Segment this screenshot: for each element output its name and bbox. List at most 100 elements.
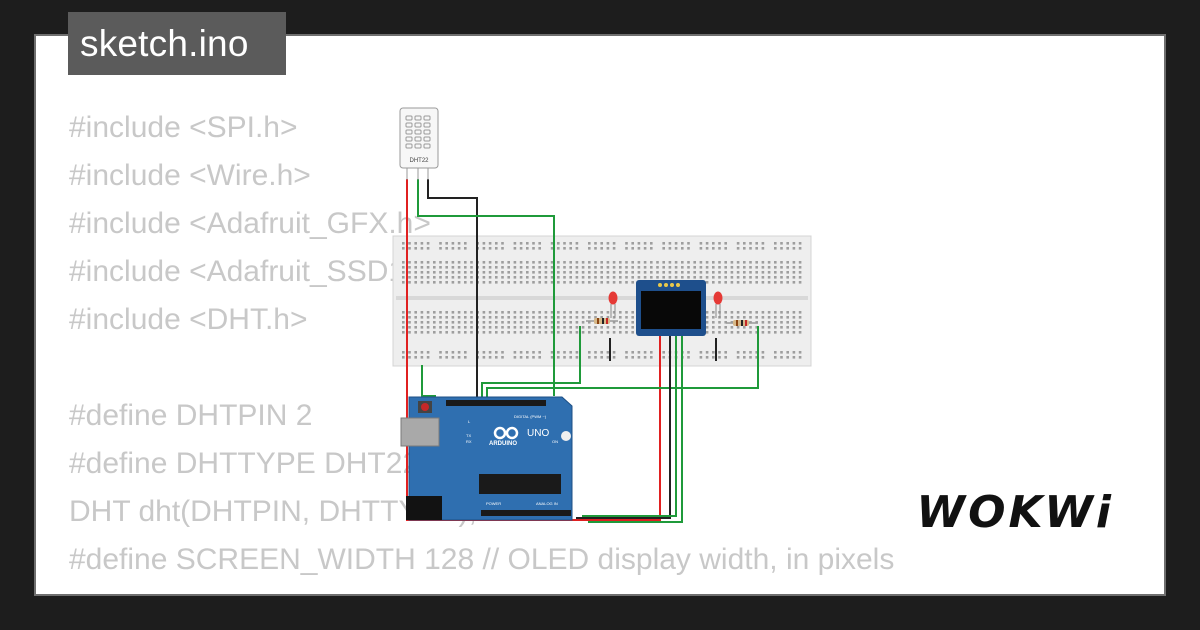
grille-slot bbox=[405, 143, 413, 149]
breadboard-hole bbox=[433, 331, 436, 334]
breadboard-hole bbox=[705, 311, 709, 314]
breadboard-hole bbox=[724, 242, 727, 245]
breadboard-hole bbox=[408, 316, 411, 319]
breadboard-hole bbox=[426, 276, 430, 279]
breadboard-hole bbox=[594, 311, 597, 314]
breadboard-hole bbox=[575, 242, 579, 245]
breadboard-hole bbox=[786, 281, 789, 284]
oled-display bbox=[636, 280, 706, 336]
breadboard-hole bbox=[736, 247, 740, 250]
breadboard-hole bbox=[712, 276, 715, 279]
breadboard-hole bbox=[495, 331, 498, 334]
breadboard-hole bbox=[780, 316, 783, 319]
breadboard-hole bbox=[513, 276, 517, 279]
breadboard-hole bbox=[445, 261, 448, 264]
breadboard-hole bbox=[743, 242, 746, 245]
breadboard-hole bbox=[526, 351, 529, 354]
power-label: POWER bbox=[486, 501, 501, 506]
breadboard-hole bbox=[433, 271, 436, 274]
breadboard-hole bbox=[606, 316, 610, 319]
breadboard-hole bbox=[798, 331, 802, 334]
breadboard-hole bbox=[464, 247, 467, 250]
breadboard-hole bbox=[445, 271, 448, 274]
breadboard-hole bbox=[495, 356, 498, 359]
breadboard-hole bbox=[761, 281, 765, 284]
breadboard-hole bbox=[563, 247, 566, 250]
breadboard-hole bbox=[470, 261, 473, 264]
breadboard-hole bbox=[718, 351, 721, 354]
breadboard-hole bbox=[588, 356, 591, 359]
breadboard-hole bbox=[575, 321, 579, 324]
breadboard-hole bbox=[705, 356, 709, 359]
breadboard-hole bbox=[501, 326, 504, 329]
breadboard-hole bbox=[743, 356, 746, 359]
breadboard-hole bbox=[439, 261, 442, 264]
breadboard-hole bbox=[619, 276, 622, 279]
breadboard-hole bbox=[724, 276, 727, 279]
breadboard-hole bbox=[501, 266, 504, 269]
breadboard-hole bbox=[643, 261, 647, 264]
wire-black-oled bbox=[576, 288, 671, 519]
grille-slot bbox=[423, 129, 431, 135]
breadboard-hole bbox=[581, 266, 585, 269]
breadboard-hole bbox=[705, 242, 709, 245]
breadboard-hole bbox=[507, 276, 510, 279]
breadboard-hole bbox=[501, 281, 504, 284]
breadboard-hole bbox=[470, 326, 473, 329]
breadboard-hole bbox=[414, 316, 417, 319]
breadboard-hole bbox=[687, 247, 690, 250]
breadboard-hole bbox=[612, 281, 616, 284]
breadboard-hole bbox=[792, 266, 796, 269]
breadboard-hole bbox=[724, 311, 727, 314]
breadboard-hole bbox=[600, 281, 603, 284]
preview-card: #include <SPI.h>#include <Wire.h>#includ… bbox=[34, 34, 1166, 596]
breadboard-hole bbox=[774, 247, 777, 250]
breadboard-hole bbox=[420, 351, 424, 354]
breadboard-hole bbox=[594, 242, 597, 245]
breadboard-hole bbox=[550, 261, 554, 264]
code-line: #include <Adafruit_GFX.h> bbox=[69, 207, 431, 240]
breadboard-hole bbox=[612, 351, 616, 354]
breadboard-hole bbox=[718, 271, 721, 274]
breadboard-hole bbox=[550, 271, 554, 274]
breadboard-hole bbox=[575, 331, 579, 334]
breadboard-hole bbox=[650, 356, 653, 359]
breadboard-hole bbox=[625, 266, 628, 269]
breadboard-hole bbox=[767, 326, 771, 329]
code-line: #define DHTPIN 2 bbox=[69, 399, 313, 432]
breadboard-hole bbox=[557, 261, 560, 264]
led-red-2 bbox=[713, 291, 723, 318]
breadboard-hole bbox=[761, 276, 765, 279]
breadboard-hole bbox=[538, 242, 541, 245]
breadboard-hole bbox=[774, 266, 777, 269]
breadboard-hole bbox=[408, 321, 411, 324]
breadboard-hole bbox=[470, 276, 473, 279]
breadboard-hole bbox=[420, 331, 424, 334]
breadboard-hole bbox=[588, 311, 591, 314]
breadboard-hole bbox=[643, 356, 647, 359]
breadboard-hole bbox=[693, 261, 696, 264]
breadboard-hole bbox=[612, 326, 616, 329]
breadboard-hole bbox=[501, 271, 504, 274]
grille-slot bbox=[405, 129, 413, 135]
code-editor: #include <SPI.h>#include <Wire.h>#includ… bbox=[69, 104, 904, 594]
breadboard-hole bbox=[402, 311, 405, 314]
breadboard-hole bbox=[495, 276, 498, 279]
breadboard-hole bbox=[699, 271, 703, 274]
breadboard-hole bbox=[513, 326, 517, 329]
breadboard-hole bbox=[588, 326, 591, 329]
code-line: #include <DHT.h> bbox=[69, 303, 308, 336]
breadboard-hole bbox=[402, 261, 405, 264]
breadboard-hole bbox=[792, 276, 796, 279]
breadboard-hole bbox=[501, 331, 504, 334]
breadboard-hole bbox=[662, 266, 665, 269]
breadboard-hole bbox=[482, 321, 486, 324]
breadboard-hole bbox=[575, 271, 579, 274]
breadboard-hole bbox=[519, 316, 523, 319]
breadboard-hole bbox=[705, 326, 709, 329]
breadboard-hole bbox=[563, 351, 566, 354]
breadboard-hole bbox=[743, 266, 746, 269]
breadboard-hole bbox=[792, 261, 796, 264]
breadboard-hole bbox=[712, 316, 715, 319]
breadboard-hole bbox=[414, 281, 417, 284]
